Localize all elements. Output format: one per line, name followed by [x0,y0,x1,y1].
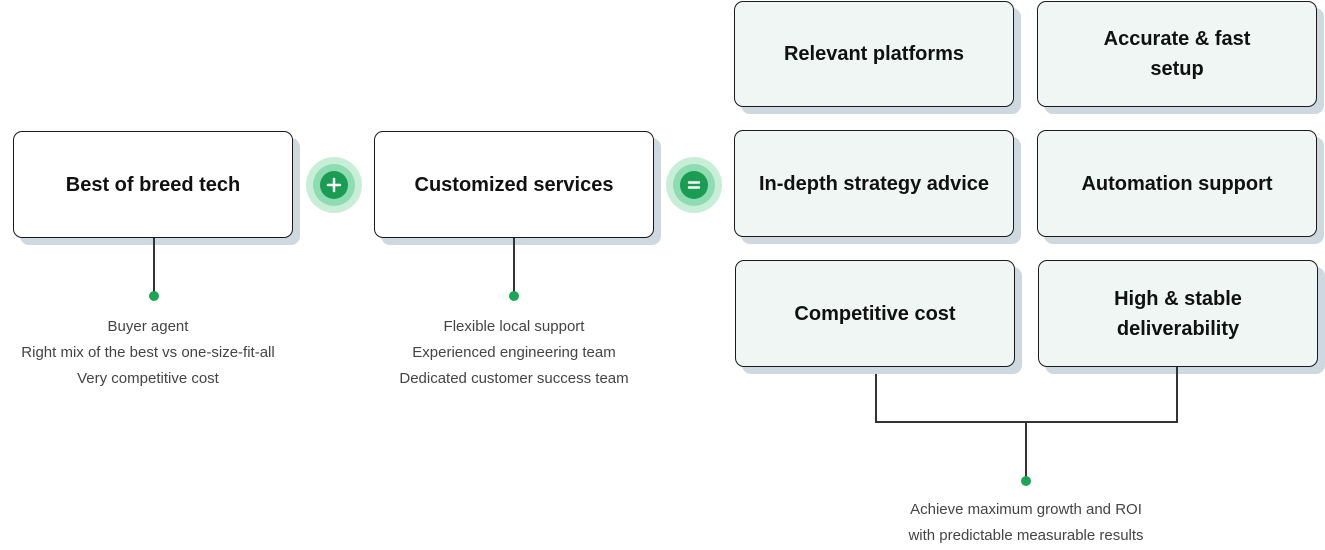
result-title: High & stable deliverability [1114,287,1242,340]
equals-icon [680,171,708,199]
result-title: Relevant platforms [783,43,965,65]
outcome-text: Achieve maximum growth and ROI with pred… [856,497,1196,549]
plus-operator [306,157,362,213]
result-card-accurate-fast-setup: Accurate & fast setup [1037,1,1317,107]
list-item: Flexible local support [443,318,585,335]
bracket-stem-line [1025,422,1027,479]
card-title: Best of breed tech [65,173,241,196]
connector-line [153,238,155,293]
result-title: Automation support [1081,172,1273,195]
result-card-high-stable-deliverability: High & stable deliverability [1038,260,1318,367]
list-item: Buyer agent [107,318,189,335]
result-card-relevant-platforms: Relevant platforms [734,1,1014,107]
middle-points-list: Flexible local support Experienced engin… [364,314,664,392]
card-best-of-breed-tech: Best of breed tech [13,131,293,238]
list-item: Right mix of the best vs one-size-fit-al… [21,344,275,361]
list-item: Dedicated customer success team [399,370,629,387]
result-title: In-depth strategy advice [758,172,990,195]
result-card-in-depth-strategy-advice: In-depth strategy advice [734,130,1014,237]
connector-dot [149,291,159,301]
equals-operator [666,157,722,213]
connector-line [513,238,515,293]
list-item: Experienced engineering team [412,344,616,361]
result-card-competitive-cost: Competitive cost [735,260,1015,367]
result-card-automation-support: Automation support [1037,130,1317,237]
result-title: Competitive cost [794,302,956,325]
result-title: Accurate & fast setup [1103,28,1251,80]
outcome-line: with predictable measurable results [908,527,1144,544]
left-points-list: Buyer agent Right mix of the best vs one… [0,314,298,392]
list-item: Very competitive cost [77,370,219,387]
connector-dot [509,291,519,301]
plus-icon [320,171,348,199]
card-title: Customized services [414,173,614,196]
outcome-line: Achieve maximum growth and ROI [910,501,1142,518]
bracket-left-line [875,374,877,422]
bracket-right-line [1176,367,1178,422]
outcome-dot [1021,476,1031,486]
bracket-horizontal-line [875,421,1178,423]
card-customized-services: Customized services [374,131,654,238]
